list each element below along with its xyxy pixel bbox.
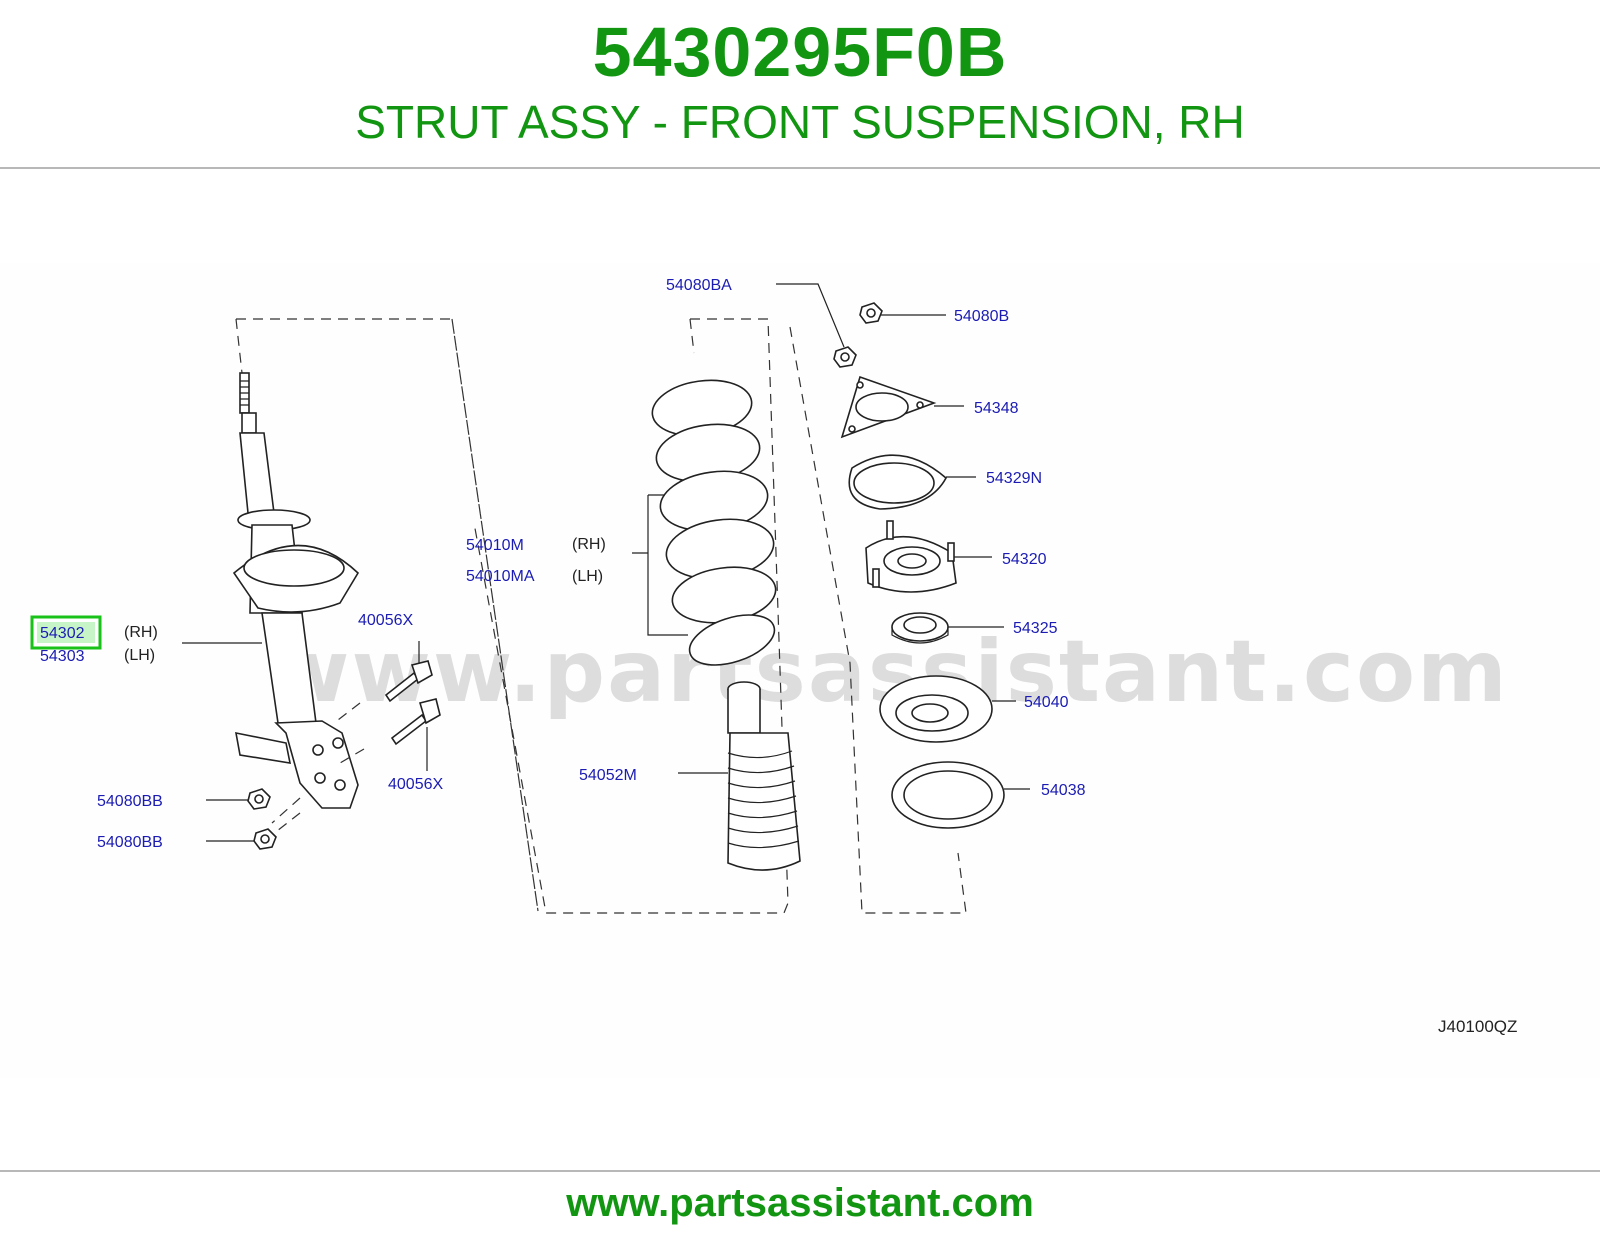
part-title: STRUT ASSY - FRONT SUSPENSION, RH	[355, 96, 1245, 148]
insulator-54329n[interactable]	[848, 454, 948, 510]
callout-54320[interactable]: 54320	[1002, 551, 1047, 568]
nut-54080ba[interactable]	[833, 346, 857, 368]
footer-url[interactable]: www.partsassistant.com	[566, 1181, 1034, 1225]
callout-54010m[interactable]: 54010M	[466, 537, 524, 554]
callout-highlight-fill	[37, 622, 95, 643]
bump-stop[interactable]	[727, 681, 801, 871]
callout-54080bb-upper[interactable]: 54080BB	[97, 793, 163, 810]
strut-assembly[interactable]	[232, 372, 360, 809]
nut-54080b[interactable]	[859, 302, 883, 324]
coil-spring[interactable]	[649, 374, 781, 674]
callout-40056x-lower[interactable]: 40056X	[388, 776, 443, 793]
side-lh-54303: (LH)	[124, 647, 155, 664]
callout-54010ma[interactable]: 54010MA	[466, 568, 535, 585]
callout-54325[interactable]: 54325	[1013, 620, 1058, 637]
mount-54320[interactable]	[865, 520, 957, 593]
diagram-ref-code: J40100QZ	[1438, 1017, 1517, 1036]
seat-54040[interactable]	[879, 675, 993, 743]
bearing-54325[interactable]	[891, 612, 949, 644]
mount-group-outline	[789, 326, 967, 914]
insulator-54038[interactable]	[891, 761, 1005, 829]
bolt-40056x-lower[interactable]	[390, 698, 441, 746]
callout-54080ba[interactable]: 54080BA	[666, 277, 732, 294]
plate-54348[interactable]	[840, 375, 937, 439]
callout-40056x-upper[interactable]: 40056X	[358, 612, 413, 629]
side-lh-54010ma: (LH)	[572, 568, 603, 585]
bottom-divider	[0, 1170, 1600, 1172]
callout-54052m[interactable]: 54052M	[579, 767, 637, 784]
part-number: 5430295F0B	[592, 13, 1008, 91]
callout-54329n[interactable]: 54329N	[986, 470, 1042, 487]
callout-54080b[interactable]: 54080B	[954, 308, 1009, 325]
top-divider	[0, 167, 1600, 169]
side-rh-54302: (RH)	[124, 624, 158, 641]
parts-diagram: www.partsassistant.com	[0, 263, 1600, 1078]
side-rh-54010m: (RH)	[572, 536, 606, 553]
bolt-40056x-upper[interactable]	[384, 660, 433, 703]
nut-54080bb-upper[interactable]	[247, 788, 271, 810]
callout-54038[interactable]: 54038	[1041, 782, 1086, 799]
spring-group-outline	[473, 318, 789, 914]
nut-54080bb-lower[interactable]	[253, 828, 277, 850]
callout-54303[interactable]: 54303	[40, 648, 85, 665]
callout-54302[interactable]: 54302	[40, 625, 85, 642]
page-header: 5430295F0B STRUT ASSY - FRONT SUSPENSION…	[0, 0, 1600, 168]
callout-54080bb-lower[interactable]: 54080BB	[97, 834, 163, 851]
callout-54040[interactable]: 54040	[1024, 694, 1069, 711]
diagram-canvas: www.partsassistant.com	[30, 277, 1517, 1036]
callout-54348[interactable]: 54348	[974, 400, 1019, 417]
